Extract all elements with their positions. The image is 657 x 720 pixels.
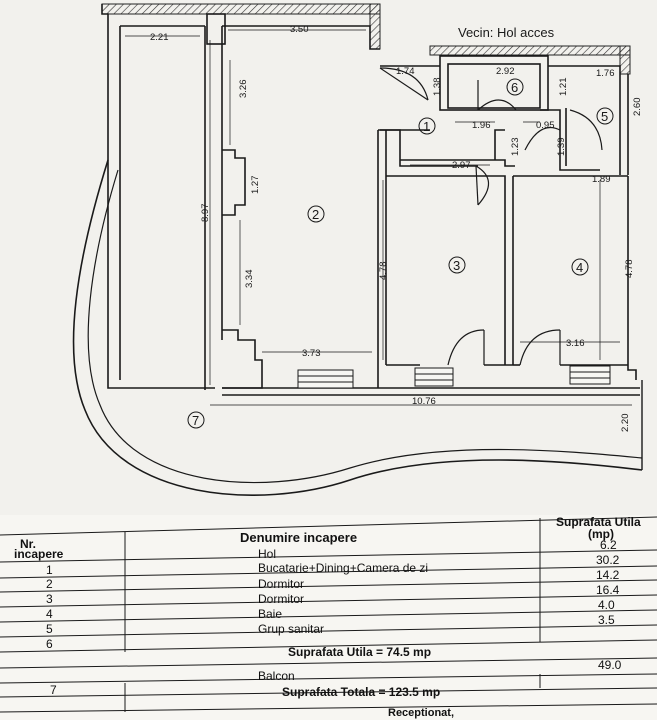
balcony-nr: 7 [50,683,57,697]
dim-1-96: 1.96 [472,120,491,131]
header-denumire: Denumire incapere [240,530,357,545]
dim-2-60: 2.60 [632,98,643,117]
row-1-nr: 1 [46,563,53,577]
table-background [0,515,657,720]
balcony-outline [72,159,643,496]
dim-2-21: 2.21 [150,32,169,43]
neighbor-label: Vecin: Hol acces [458,25,555,40]
table-grid [0,516,657,713]
row-5-nr: 5 [46,622,53,636]
windows [297,365,611,389]
room-markers: 1 2 3 4 5 6 7 [187,78,614,429]
doors [379,67,603,366]
area-table: Nr. incapere Denumire incapere Suprafata… [0,515,657,720]
dim-1-21: 1.21 [558,78,569,97]
dim-3-16: 3.16 [566,338,585,349]
row-6-nr: 6 [46,637,53,651]
dim-0-95: 0.95 [536,120,555,131]
dim-4-78-room3: 4.78 [378,262,389,281]
wall-hatch-right-top [369,3,381,50]
room-number-1: 1 [423,119,430,134]
walls [101,4,640,396]
room-number-5: 5 [601,109,608,124]
room-number-3: 3 [453,258,460,273]
balcony-name: Balcon [258,669,295,683]
receptionat-label: Receptionat, [388,707,454,719]
header-incapere: incapere [14,547,64,561]
row-1-area: 6.2 [600,538,617,552]
header-suprafata: Suprafata Utila [556,515,641,529]
total-util: Suprafata Utila = 74.5 mp [288,645,431,659]
room-number-4: 4 [576,260,583,275]
row-1-name: Hol [258,547,276,561]
row-2-area: 30.2 [596,553,620,567]
dim-3-73: 3.73 [302,348,321,359]
dim-2-97: 2.97 [452,160,471,171]
dim-1-27: 1.27 [250,176,261,195]
header-unit: (mp) [588,527,614,541]
dim-1-89: 1.89 [592,174,611,185]
dim-8-97: 8.97 [200,204,211,223]
total-area: Suprafata Totala = 123.5 mp [282,685,440,699]
dim-1-76: 1.76 [596,68,615,79]
row-2-name: Bucatarie+Dining+Camera de zi [258,561,428,575]
dim-3-50: 3.50 [290,24,309,35]
dim-10-76: 10.76 [412,396,436,407]
row-3-name: Dormitor [258,577,304,591]
dim-1-38: 1.38 [432,78,443,97]
dim-1-74: 1.74 [396,66,415,77]
row-6-area: 3.5 [598,613,615,627]
row-3-area: 14.2 [596,568,620,582]
dim-3-34: 3.34 [244,270,255,289]
balcony-area: 49.0 [598,658,622,672]
dim-4-78-room4: 4.78 [624,260,635,279]
row-4-area: 16.4 [596,583,620,597]
row-5-name: Baie [258,607,282,621]
dimension-lines [125,29,620,385]
dim-1-23: 1.23 [510,138,521,157]
wall-hatch-neighbor [429,45,631,56]
balcony-outline-inner [87,169,643,484]
dim-2-20: 2.20 [620,414,631,433]
row-5-area: 4.0 [598,598,615,612]
row-4-name: Dormitor [258,592,304,606]
row-6-name: Grup sanitar [258,622,324,636]
row-2-nr: 2 [46,577,53,591]
room-number-2: 2 [312,207,319,222]
header-nr: Nr. [20,537,36,551]
row-3-nr: 3 [46,592,53,606]
wall-hatch-corner [619,45,631,75]
dim-2-92: 2.92 [496,66,515,77]
room-number-6: 6 [511,80,518,95]
room-number-7: 7 [192,413,199,428]
row-4-nr: 4 [46,607,53,621]
wall-hatch-top [101,3,381,15]
dim-3-26: 3.26 [238,80,249,99]
dim-1-39: 1.39 [556,138,567,157]
